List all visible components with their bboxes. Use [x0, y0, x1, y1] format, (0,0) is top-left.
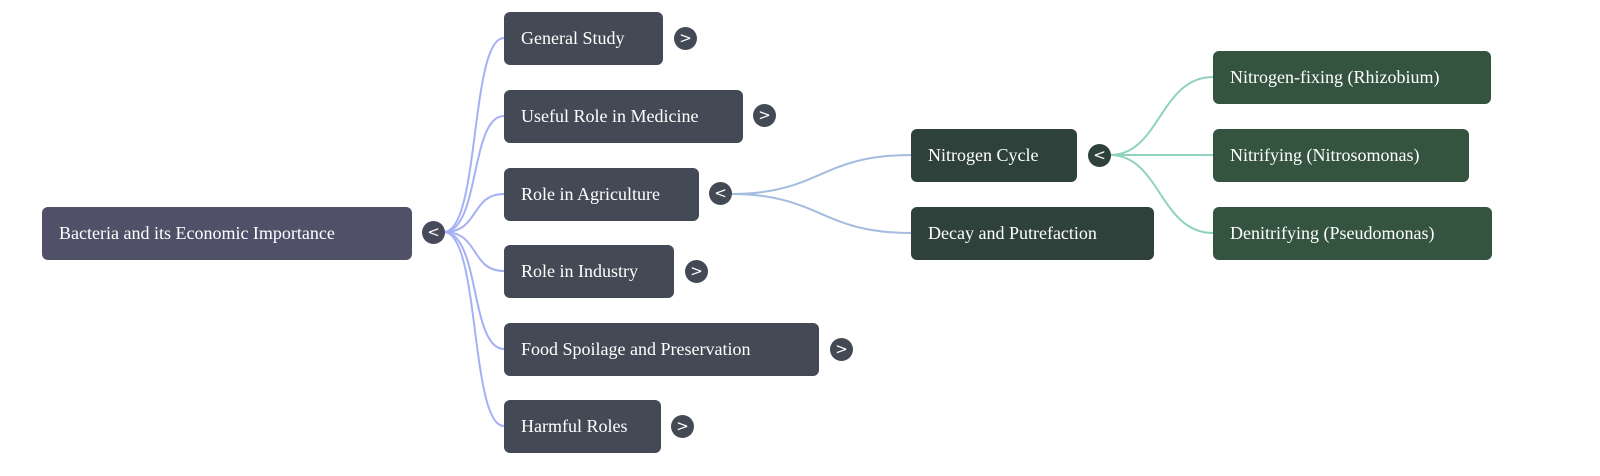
- link-nitrogen-fixing: [1109, 76, 1214, 156]
- link-root-medicine: [443, 115, 505, 233]
- node-label: Role in Industry: [521, 261, 638, 281]
- node-role-in-industry[interactable]: Role in Industry: [504, 245, 674, 298]
- node-label: Nitrogen Cycle: [928, 145, 1039, 165]
- node-nitrifying[interactable]: Nitrifying (Nitrosomonas): [1213, 129, 1469, 182]
- node-label: General Study: [521, 28, 625, 48]
- node-harmful-roles[interactable]: Harmful Roles: [504, 400, 661, 453]
- root-label: Bacteria and its Economic Importance: [59, 223, 335, 243]
- expand-toggle-medicine[interactable]: >: [753, 104, 776, 127]
- link-root-general-study: [443, 37, 505, 233]
- node-label: Harmful Roles: [521, 416, 628, 436]
- expand-toggle-food-spoilage[interactable]: >: [830, 338, 853, 361]
- collapse-toggle-nitrogen-cycle[interactable]: <: [1088, 144, 1111, 167]
- expand-toggle-general-study[interactable]: >: [674, 27, 697, 50]
- node-nitrogen-fixing[interactable]: Nitrogen-fixing (Rhizobium): [1213, 51, 1491, 104]
- link-root-agriculture: [443, 193, 505, 233]
- node-label: Nitrifying (Nitrosomonas): [1230, 145, 1420, 165]
- node-label: Role in Agriculture: [521, 184, 660, 204]
- node-label: Useful Role in Medicine: [521, 106, 699, 126]
- link-agriculture-nitrogen: [730, 154, 912, 195]
- link-root-food: [443, 231, 505, 350]
- node-role-in-agriculture[interactable]: Role in Agriculture: [504, 168, 699, 221]
- link-nitrogen-denitrifying: [1109, 154, 1214, 234]
- expand-toggle-industry[interactable]: >: [685, 260, 708, 283]
- link-root-industry: [443, 231, 505, 272]
- root-node[interactable]: Bacteria and its Economic Importance: [42, 207, 412, 260]
- collapse-toggle-agriculture[interactable]: <: [709, 182, 732, 205]
- node-denitrifying[interactable]: Denitrifying (Pseudomonas): [1213, 207, 1492, 260]
- link-root-harmful: [443, 231, 505, 427]
- node-label: Food Spoilage and Preservation: [521, 339, 751, 359]
- node-food-spoilage[interactable]: Food Spoilage and Preservation: [504, 323, 819, 376]
- node-decay-and-putrefaction[interactable]: Decay and Putrefaction: [911, 207, 1154, 260]
- node-label: Denitrifying (Pseudomonas): [1230, 223, 1435, 243]
- collapse-toggle-root[interactable]: <: [422, 221, 445, 244]
- node-nitrogen-cycle[interactable]: Nitrogen Cycle: [911, 129, 1077, 182]
- expand-toggle-harmful-roles[interactable]: >: [671, 415, 694, 438]
- node-label: Decay and Putrefaction: [928, 223, 1097, 243]
- node-useful-role-in-medicine[interactable]: Useful Role in Medicine: [504, 90, 743, 143]
- node-general-study[interactable]: General Study: [504, 12, 663, 65]
- node-label: Nitrogen-fixing (Rhizobium): [1230, 67, 1440, 87]
- link-agriculture-decay: [730, 193, 912, 234]
